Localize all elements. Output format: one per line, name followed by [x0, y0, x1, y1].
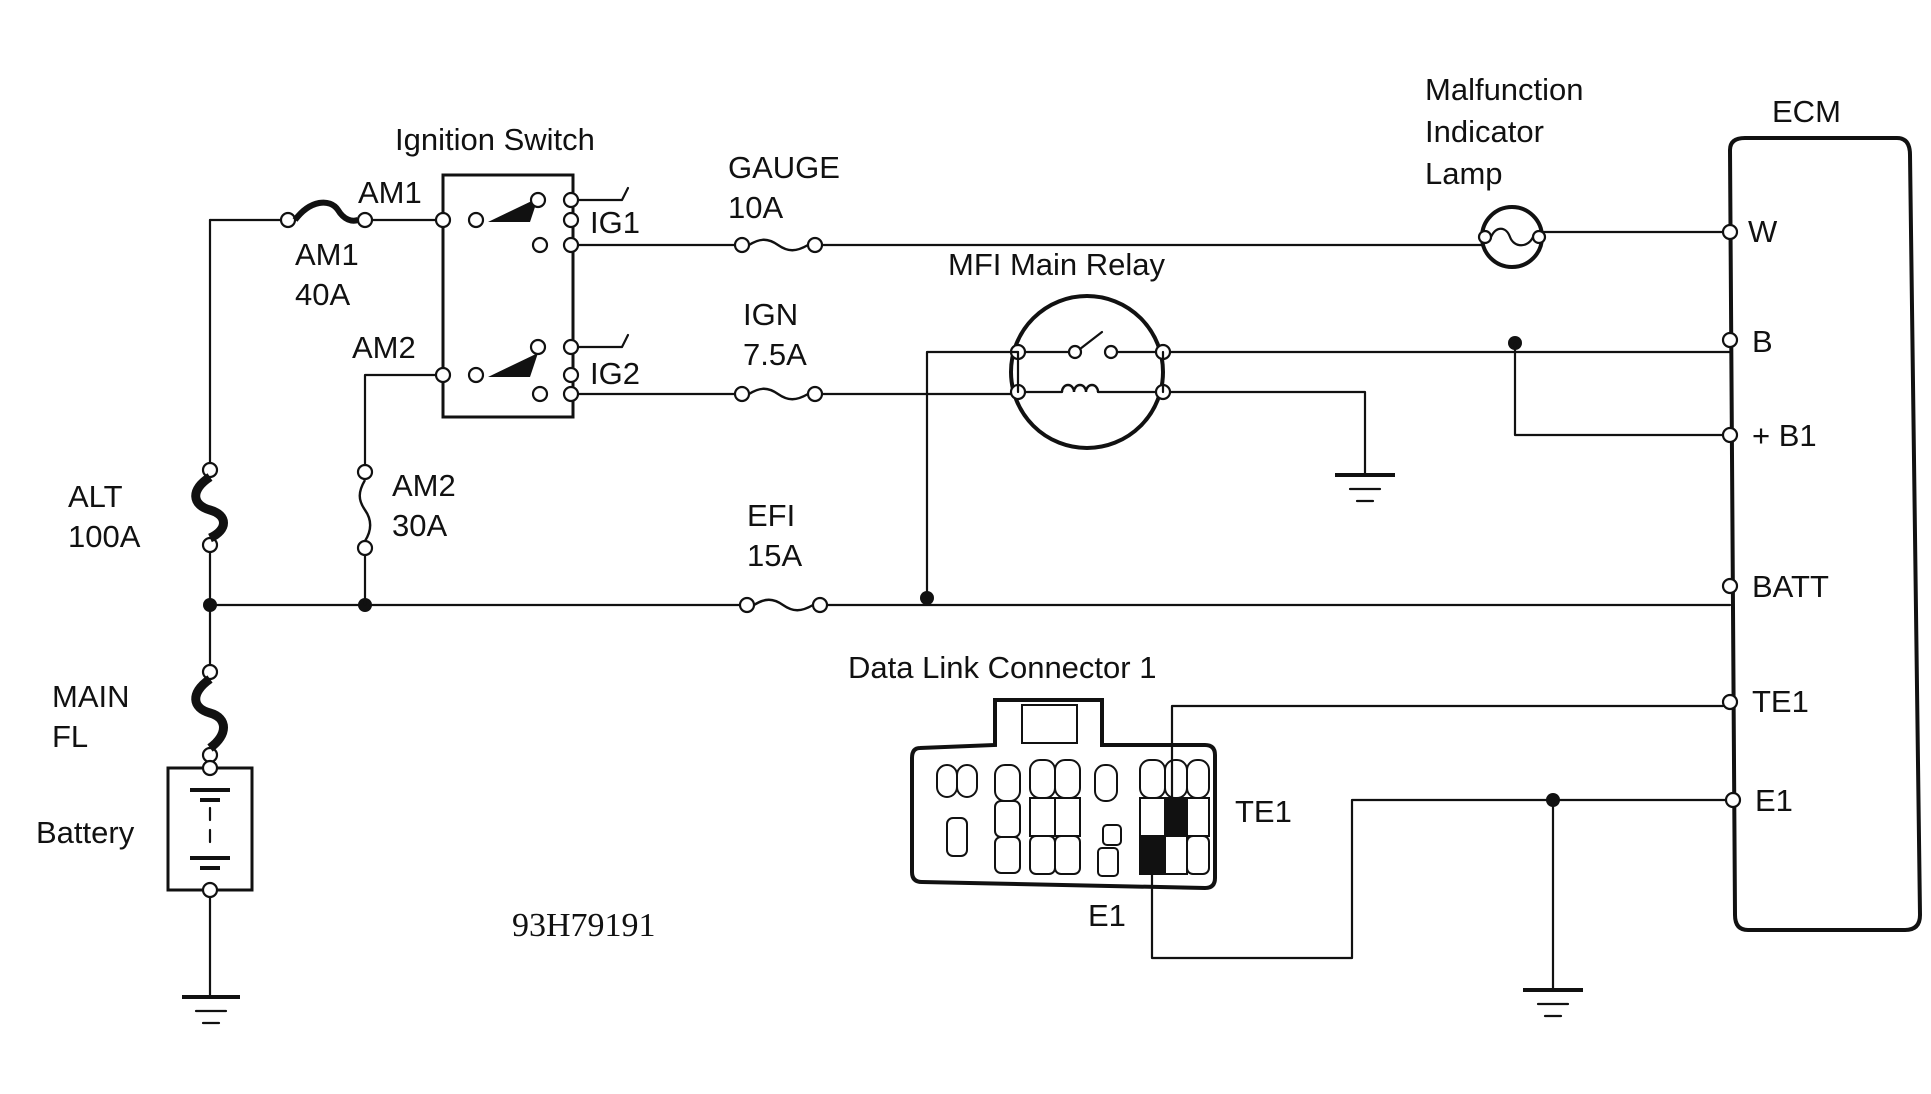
efi-fuse [738, 596, 829, 614]
mfi-main-relay-label: MFI Main Relay [948, 247, 1166, 282]
ecm-label: ECM [1772, 94, 1841, 129]
dlc1-te1-label: TE1 [1235, 794, 1292, 829]
main-fusible-link [191, 663, 228, 764]
ecm-batt-terminal: BATT [1752, 569, 1829, 604]
am2-fuse-rating: 30A [392, 508, 447, 543]
battery [166, 759, 254, 899]
ign-fuse-rating: 7.5A [743, 337, 807, 372]
dlc1-label: Data Link Connector 1 [848, 650, 1156, 685]
gauge-fuse-rating: 10A [728, 190, 783, 225]
alt-fuse-name: ALT [68, 479, 123, 514]
ign-fuse-name: IGN [743, 297, 798, 332]
ecm-b1-terminal: + B1 [1752, 418, 1817, 453]
main-fl-label-line1: MAIN [52, 679, 130, 714]
am1-fuse [279, 199, 445, 229]
ignition-switch-label: Ignition Switch [395, 122, 595, 157]
gauge-fuse-name: GAUGE [728, 150, 840, 185]
ecm-w-terminal: W [1748, 214, 1778, 249]
ig1-terminal-label: IG1 [590, 205, 640, 240]
am2-fuse [356, 373, 445, 607]
efi-fuse-name: EFI [747, 498, 795, 533]
gauge-circuit [576, 230, 1732, 254]
am2-terminal-label: AM2 [352, 330, 416, 365]
main-fl-label-line2: FL [52, 719, 88, 754]
malfunction-indicator-lamp [1477, 205, 1547, 269]
alt-fuse-rating: 100A [68, 519, 141, 554]
data-link-connector-1 [910, 698, 1728, 1018]
am1-fuse-name: AM1 [295, 237, 359, 272]
ign-circuit [576, 385, 1020, 403]
figure-code: 93H79191 [512, 907, 656, 944]
ignition-switch [434, 173, 630, 419]
ecm [1721, 136, 1923, 932]
am1-fuse-rating: 40A [295, 277, 350, 312]
dlc1-e1-label: E1 [1088, 898, 1126, 933]
ecm-te1-terminal: TE1 [1752, 684, 1809, 719]
alt-fusible-link [191, 461, 228, 554]
ig2-terminal-label: IG2 [590, 356, 640, 391]
ecm-b-terminal: B [1752, 324, 1773, 359]
mfi-main-relay [925, 294, 1732, 600]
mil-label-line2: Indicator [1425, 114, 1544, 149]
mil-label-line1: Malfunction [1425, 72, 1584, 107]
battery-label: Battery [36, 815, 135, 850]
efi-fuse-rating: 15A [747, 538, 802, 573]
ecm-e1-terminal: E1 [1755, 783, 1793, 818]
mil-label-line3: Lamp [1425, 156, 1503, 191]
am1-terminal-label: AM1 [358, 175, 422, 210]
am2-fuse-name: AM2 [392, 468, 456, 503]
